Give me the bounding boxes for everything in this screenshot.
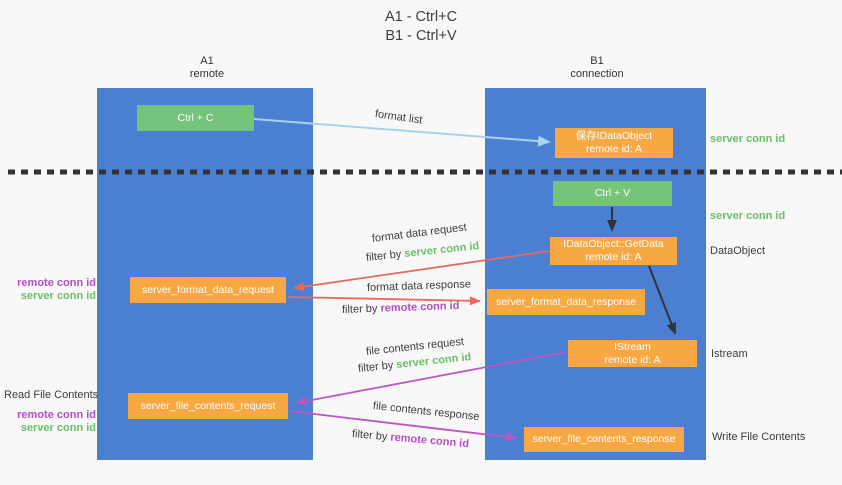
node-ctrl-c-label: Ctrl + C xyxy=(177,111,214,124)
annotation-server-conn-id-top: server conn id xyxy=(710,133,786,145)
title-line-2: B1 - Ctrl+V xyxy=(385,28,457,44)
lane-a1-subtitle: remote xyxy=(189,68,225,80)
annotation-istream: Istream xyxy=(711,348,748,360)
lane-b1-subtitle: connection xyxy=(570,68,624,80)
node-server-format-data-request: server_format_data_request xyxy=(130,277,286,303)
edge-label-format-data-response: format data response xyxy=(366,278,472,294)
node-format-response-label: server_format_data_response xyxy=(495,295,637,308)
edge-label-format-list: format list xyxy=(374,108,424,127)
remote-conn-id-text: remote conn id xyxy=(389,431,470,451)
annotation-write-file-contents: Write File Contents xyxy=(712,431,806,443)
edge-label-filter-remote-conn-1: filter by remote conn id xyxy=(342,300,460,316)
node-istream-line1: IStream xyxy=(614,340,651,353)
annotation-read-file-contents: Read File Contents xyxy=(4,389,99,401)
node-istream-line2: remote id: A xyxy=(604,353,661,366)
node-format-request-label: server_format_data_request xyxy=(142,283,274,296)
server-conn-id-label: server conn id xyxy=(20,290,96,302)
node-server-file-contents-response: server_file_contents_response xyxy=(524,427,684,452)
lane-b1-name: B1 xyxy=(590,55,604,67)
filter-by-text: filter by xyxy=(351,428,388,444)
title-line-1: A1 - Ctrl+C xyxy=(384,9,458,25)
server-conn-id-label: server conn id xyxy=(20,422,96,434)
server-conn-id-text: server conn id xyxy=(395,351,472,371)
lane-header-b1: B1 connection xyxy=(537,55,657,81)
remote-conn-id-label: remote conn id xyxy=(17,277,96,289)
annotation-conn-ids-format: remote conn id server conn id xyxy=(8,277,96,303)
node-save-idataobject: 保存IDataObject remote id: A xyxy=(555,128,673,158)
filter-by-text: filter by xyxy=(365,248,402,264)
diagram-title: A1 - Ctrl+C B1 - Ctrl+V xyxy=(0,8,842,46)
node-save-idataobject-line1: 保存IDataObject xyxy=(575,130,653,142)
edge-label-filter-remote-conn-2: filter by remote conn id xyxy=(351,428,469,450)
node-getdata-line1: IDataObject::GetData xyxy=(563,238,664,250)
node-server-format-data-response: server_format_data_response xyxy=(487,289,645,315)
annotation-conn-ids-file: remote conn id server conn id xyxy=(8,409,96,435)
remote-conn-id-label: remote conn id xyxy=(17,409,96,421)
filter-by-text: filter by xyxy=(341,302,378,316)
node-ctrl-c: Ctrl + C xyxy=(137,105,254,131)
node-idataobject-getdata: IDataObject::GetData remote id: A xyxy=(550,237,677,265)
annotation-server-conn-id-mid: server conn id xyxy=(710,210,786,222)
node-ctrl-v-label: Ctrl + V xyxy=(594,187,631,199)
node-file-response-label: server_file_contents_response xyxy=(532,433,676,445)
annotation-dataobject: DataObject xyxy=(710,245,766,257)
remote-conn-id-text: remote conn id xyxy=(380,299,460,315)
node-getdata-line2: remote id: A xyxy=(585,251,642,263)
edge-label-format-data-request: format data request xyxy=(371,221,468,245)
node-server-file-contents-request: server_file_contents_request xyxy=(128,393,288,419)
filter-by-text: filter by xyxy=(357,359,394,375)
server-conn-id-text: server conn id xyxy=(403,240,480,260)
node-file-request-label: server_file_contents_request xyxy=(140,399,276,412)
node-save-idataobject-line2: remote id: A xyxy=(585,143,643,155)
lane-header-a1: A1 remote xyxy=(147,55,267,81)
node-istream: IStream remote id: A xyxy=(568,340,697,367)
lane-a1-name: A1 xyxy=(200,55,214,67)
node-ctrl-v: Ctrl + V xyxy=(553,181,672,206)
edge-label-file-contents-response: file contents response xyxy=(372,400,481,424)
